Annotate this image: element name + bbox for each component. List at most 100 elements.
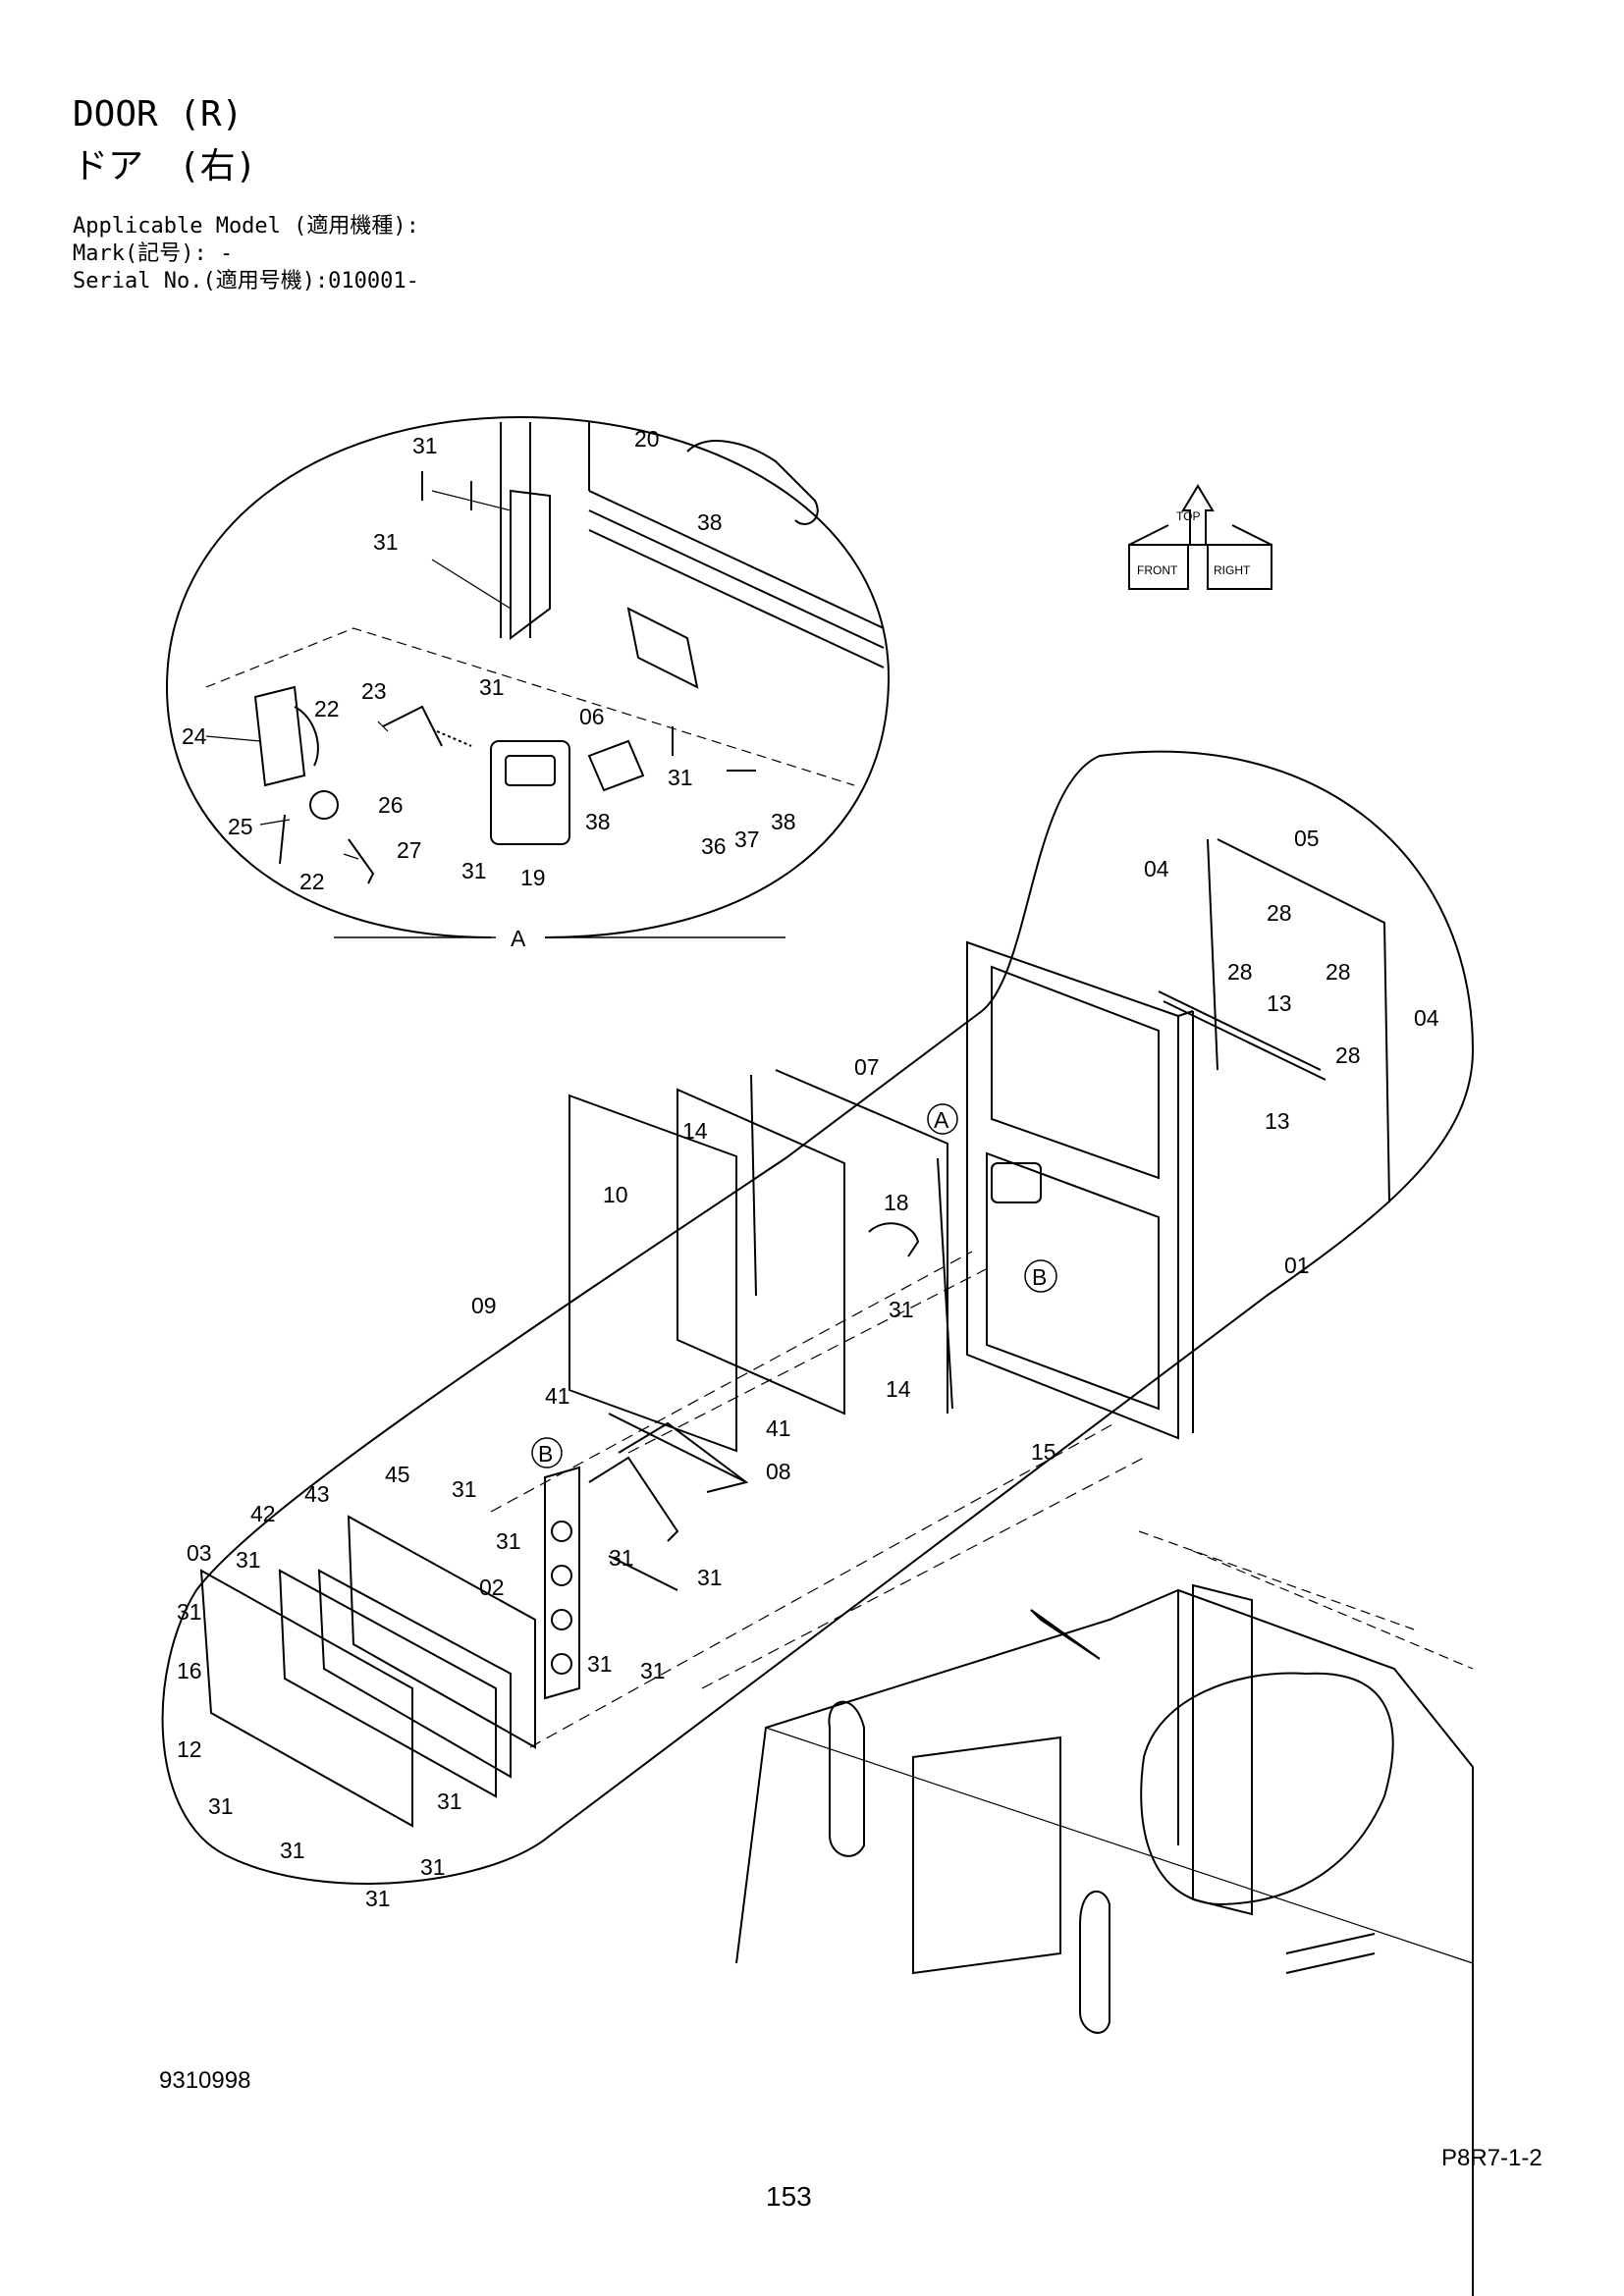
page-code: P8R7-1-2 [1441,2145,1543,2171]
callout: 02 [479,1575,505,1600]
callout: 31 [365,1886,391,1911]
detail-a-callouts: 31 20 38 31 31 06 24 22 23 31 25 26 22 2… [182,426,796,894]
callout: 31 [587,1651,613,1677]
callout: 28 [1267,900,1292,926]
ref-b-circle-bracket [531,1437,563,1468]
callout: 36 [701,833,727,859]
callout: 31 [889,1297,914,1322]
orientation-label: TOP [1176,509,1200,523]
callout: 04 [1414,1005,1439,1031]
callout: 27 [397,837,422,863]
callout: 15 [1031,1439,1056,1465]
callout: 41 [766,1415,791,1441]
callout: 31 [640,1658,666,1683]
callout: 38 [771,809,796,834]
callout: 13 [1265,1108,1290,1134]
callout: 31 [496,1528,521,1554]
orientation-label: FRONT [1137,563,1178,577]
cab-body [735,1530,1474,2296]
callout: 38 [585,809,611,834]
callout: 09 [471,1293,497,1318]
callout: 28 [1326,959,1351,985]
ref-b-marker: B [1032,1264,1047,1290]
orientation-label: RIGHT [1214,563,1251,577]
callout: 05 [1294,826,1320,851]
callout: 10 [603,1182,628,1207]
main-callouts: 04 05 28 28 28 13 28 04 13 07 14 10 18 0… [471,826,1439,1484]
sheet-45 [347,1515,536,1749]
callout: 41 [545,1383,570,1409]
callout: 31 [668,765,693,790]
orientation-marker-icon [1128,484,1272,590]
callout: 22 [314,696,340,721]
callout: 08 [766,1459,791,1484]
applicable-model-label: Applicable Model (適用機種): [73,214,419,239]
callout: 31 [177,1599,202,1625]
page-title-en: DOOR (R) [73,94,244,134]
serial-number-label: Serial No.(適用号機):010001- [73,269,419,294]
callout: 16 [177,1658,202,1683]
ref-a-circle [927,1103,958,1135]
callout: 01 [1284,1253,1310,1278]
main-assembly-outline [161,750,1475,1885]
callout: 07 [854,1054,880,1080]
callout: 24 [182,723,207,749]
page-number: 153 [766,2181,812,2212]
callout: 31 [609,1545,634,1571]
callout: 31 [373,529,399,555]
seal-42 [278,1569,497,1798]
callout: 31 [437,1789,462,1814]
seal-strips-04-05 [1158,838,1390,1203]
channel-07 [775,1069,948,1414]
detail-a-outline [165,415,891,938]
callout: 31 [461,858,487,883]
door-frame-01 [966,940,1194,1440]
callout: 12 [177,1736,202,1762]
callout: 31 [452,1476,477,1502]
detail-b-callouts: 45 42 43 31 03 31 31 02 31 31 16 12 31 3… [177,1462,723,1911]
callout: 31 [420,1854,446,1880]
callout: 31 [479,674,505,700]
callout: 38 [697,509,723,535]
callout: 13 [1267,990,1292,1016]
gasket-10 [677,1088,845,1415]
callout: 23 [361,678,387,704]
glass-pane-09 [568,1094,737,1453]
callout: 28 [1227,959,1253,985]
callout: 31 [412,433,438,458]
callout: 31 [208,1793,234,1819]
callout: 31 [280,1838,305,1863]
callout: 22 [299,869,325,894]
callout: 19 [520,865,546,890]
regulator-bracket-02 [544,1466,580,1700]
mark-label: Mark(記号): - [73,241,234,266]
ref-b-circle-main [1024,1259,1057,1293]
detail-a-view-label: A [511,926,526,951]
callout: 04 [1144,856,1169,881]
page-title-ja: ドア (右) [73,146,257,187]
detail-a-parts [205,422,885,884]
callout: 03 [187,1540,212,1566]
callout: 25 [228,814,253,839]
callout: 28 [1335,1042,1361,1068]
callout: 31 [236,1547,261,1573]
ref-a-marker: A [934,1107,949,1133]
inner-panel-03 [199,1569,413,1828]
callout: 06 [579,704,605,729]
callout: 18 [884,1190,909,1215]
handle-18 [868,1222,920,1257]
callout: 31 [697,1565,723,1590]
callout: 14 [886,1376,911,1402]
callout: 42 [250,1501,276,1526]
callout: 37 [734,827,760,852]
drawing-number: 9310998 [159,2067,251,2094]
channel-14 [750,1074,757,1297]
callout: 45 [385,1462,410,1487]
callout: 26 [378,792,404,818]
callout: 14 [682,1118,708,1144]
callout: 43 [304,1481,330,1507]
seal-43 [317,1569,512,1779]
ref-b-marker-bracket: B [538,1441,553,1467]
callout: 20 [634,426,660,452]
